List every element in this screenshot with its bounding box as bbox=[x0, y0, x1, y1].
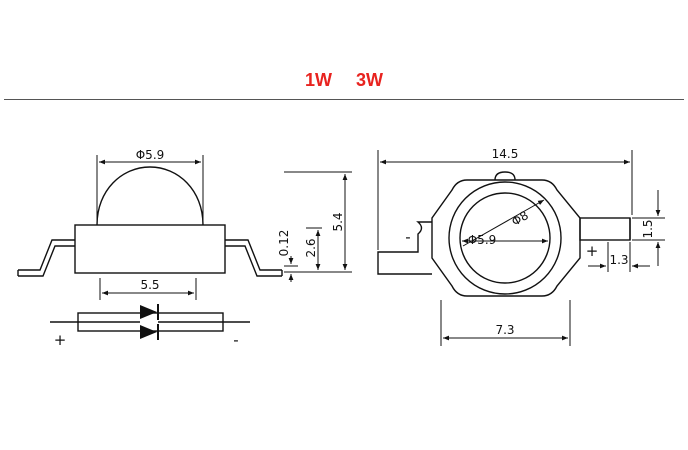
lens-dim-top-label: Φ5.9 bbox=[468, 233, 497, 247]
lens-dim-label: Φ5.9 bbox=[136, 148, 165, 162]
top-minus: - bbox=[405, 228, 410, 246]
lead-thickness-label: 0.12 bbox=[277, 230, 291, 257]
lens-circle bbox=[459, 192, 551, 284]
led-body bbox=[74, 224, 226, 274]
total-height-label: 5.4 bbox=[331, 212, 345, 231]
page-title: 1W 3W bbox=[0, 70, 688, 91]
title-divider bbox=[4, 99, 684, 100]
diode-triangle-top bbox=[140, 305, 157, 319]
pad-dim-label: 5.5 bbox=[140, 278, 159, 292]
top-plus: + bbox=[586, 242, 599, 260]
width-dim-label: 14.5 bbox=[492, 147, 519, 161]
outer-ring-dim bbox=[462, 199, 545, 247]
title-1w: 1W bbox=[305, 70, 332, 90]
lens-dome bbox=[96, 166, 204, 226]
title-3w: 3W bbox=[356, 70, 383, 90]
right-lead-top bbox=[579, 217, 631, 241]
base-dim-label: 7.3 bbox=[495, 323, 514, 337]
polarity-minus: - bbox=[233, 331, 238, 349]
right-lead bbox=[225, 239, 282, 271]
outer-ring bbox=[448, 181, 562, 295]
lead-width-label: 1.5 bbox=[641, 219, 655, 238]
top-view bbox=[377, 171, 631, 297]
lead-length-label: 1.3 bbox=[609, 253, 628, 267]
height-dims bbox=[284, 171, 352, 282]
polarity-plus: + bbox=[54, 331, 67, 349]
left-lead bbox=[18, 239, 75, 271]
outer-ring-label: Φ8 bbox=[509, 208, 531, 229]
body-height-label: 2.6 bbox=[304, 238, 318, 257]
left-lead-top bbox=[377, 221, 432, 275]
base-outline bbox=[431, 179, 581, 297]
diode-symbol bbox=[50, 312, 250, 332]
side-view bbox=[17, 155, 283, 300]
diode-triangle-bottom bbox=[140, 325, 157, 339]
